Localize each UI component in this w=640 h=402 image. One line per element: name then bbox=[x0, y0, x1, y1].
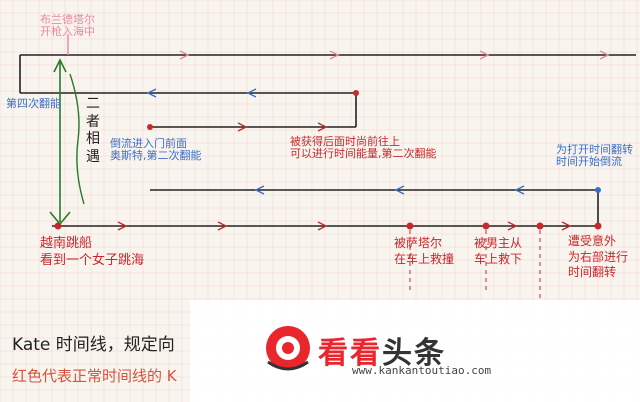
note-top-pink: 布兰德塔尔 开枪入海中 bbox=[40, 13, 95, 39]
note-captured-info-line2: 可以进行时间能量,第二次翻能 bbox=[290, 147, 437, 161]
pink-arrow-4 bbox=[599, 50, 610, 60]
note-captured-info-line1: 被获得后面时尚前往上 bbox=[290, 135, 400, 148]
note-red-mid2: 被男主从 车上救下 bbox=[474, 236, 522, 267]
pink-arrow-3 bbox=[479, 50, 490, 60]
note-bottom-red: 红色代表正常时间线的 K bbox=[12, 367, 177, 385]
note-inverted-open: 倒流进入门前面 奥斯特,第二次翻能 bbox=[110, 137, 202, 163]
dot-fifth-3 bbox=[536, 222, 544, 230]
note-red-right: 遭受意外 为右部进行 时间翻转 bbox=[568, 234, 628, 281]
note-captured-info: 被获得后面时尚前往上 可以进行时间能量,第二次翻能 bbox=[290, 135, 437, 161]
note-red-mid2-line1: 被男主从 bbox=[474, 236, 523, 250]
note-top-pink-line1: 布兰德塔尔 bbox=[40, 13, 95, 26]
meet-arrow-top bbox=[53, 58, 67, 73]
pink-arrow-2 bbox=[329, 50, 340, 60]
meet-brace bbox=[69, 73, 85, 205]
note-red-right-line3: 时间翻转 bbox=[568, 265, 617, 280]
note-red-right-line1: 遭受意外 bbox=[568, 234, 617, 248]
note-twice-meet: 二 者 相 遇 bbox=[86, 96, 100, 166]
blue-arrow-f1 bbox=[254, 185, 265, 195]
red-arrow-b4 bbox=[507, 221, 518, 231]
watermark-title-a: 看看 bbox=[318, 336, 382, 371]
note-fourth-branch: 第四次翻能 bbox=[6, 97, 61, 110]
dot-fifth-2 bbox=[482, 222, 490, 230]
red-arrow-b3 bbox=[317, 221, 328, 231]
note-start-invert-line2: 时间开始倒流 bbox=[556, 155, 622, 169]
blue-arrow-s1 bbox=[146, 88, 157, 98]
dot-fourth-right bbox=[595, 187, 601, 193]
note-inverted-open-line2: 奥斯特,第二次翻能 bbox=[110, 149, 202, 163]
watermark-panel bbox=[190, 300, 640, 402]
note-red-left: 越南跳船 看到一个女子跳海 bbox=[40, 236, 144, 270]
dot-third-left bbox=[147, 124, 153, 130]
note-red-left-line2: 看到一个女子跳海 bbox=[40, 252, 145, 268]
red-arrow-b5 bbox=[561, 221, 572, 231]
watermark-title-b: 头条 bbox=[382, 336, 446, 371]
red-arrow-t1 bbox=[237, 122, 248, 132]
note-start-invert-line1: 为打开时间翻转 bbox=[556, 143, 633, 156]
watermark-url: www.kankantoutiao.com bbox=[352, 364, 492, 377]
red-arrow-b2 bbox=[217, 221, 228, 231]
watermark-title: 看看头条 bbox=[318, 328, 446, 372]
blue-arrow-f3 bbox=[514, 185, 525, 195]
pink-arrow-1 bbox=[179, 50, 190, 60]
note-red-mid1-line2: 在车上救撞 bbox=[394, 251, 455, 266]
dot-fifth-1 bbox=[406, 222, 414, 230]
note-red-mid1-line1: 被萨塔尔 bbox=[394, 236, 443, 250]
twice-meet-char3: 相 bbox=[86, 131, 100, 147]
twice-meet-char2: 者 bbox=[86, 113, 100, 130]
watermark-logo-icon bbox=[266, 326, 310, 371]
note-red-left-line1: 越南跳船 bbox=[40, 236, 93, 251]
note-inverted-open-line1: 倒流进入门前面 bbox=[110, 137, 187, 150]
blue-arrow-s2 bbox=[246, 88, 257, 98]
note-start-invert: 为打开时间翻转 时间开始倒流 bbox=[556, 143, 633, 169]
dot-fifth-right bbox=[594, 222, 602, 230]
red-arrow-t2 bbox=[317, 122, 328, 132]
note-red-right-line2: 为右部进行 bbox=[568, 249, 629, 264]
red-arrow-b1 bbox=[117, 221, 128, 231]
twice-meet-char1: 二 bbox=[86, 96, 100, 112]
note-red-mid1: 被萨塔尔 在车上救撞 bbox=[394, 236, 454, 267]
dot-second-right bbox=[353, 90, 359, 96]
note-top-pink-line2: 开枪入海中 bbox=[40, 25, 95, 39]
note-red-mid2-line2: 车上救下 bbox=[474, 251, 523, 266]
dot-fifth-left bbox=[54, 222, 62, 230]
twice-meet-char4: 遇 bbox=[86, 148, 100, 165]
blue-arrow-f2 bbox=[394, 185, 405, 195]
note-bottom-kate: Kate 时间线，规定向 bbox=[12, 335, 175, 355]
